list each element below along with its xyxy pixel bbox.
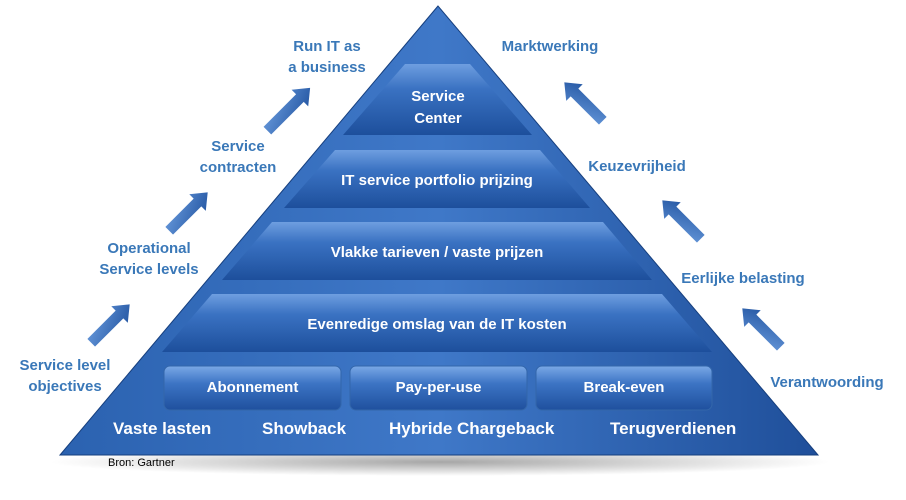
right-step-1-line: Marktwerking (501, 38, 599, 55)
right-step-2-line: Keuzevrijheid (588, 158, 686, 175)
left-step-4: Run IT as a business (276, 36, 378, 78)
tier-flat-rates-line: Vlakke tarieven / vaste prijzen (330, 244, 544, 261)
tier-service-center (343, 64, 532, 135)
box-break-even (535, 365, 713, 411)
bottom-showback: Showback (262, 419, 347, 438)
right-step-4: Verantwoording (760, 372, 894, 393)
tier-flat-rates (222, 222, 652, 280)
left-step-2-line-2: Service levels (99, 261, 199, 278)
tier-allocation-line: Evenredige omslag van de IT kosten (307, 316, 567, 333)
left-arrow-1 (85, 302, 132, 349)
tier-allocation (162, 294, 712, 352)
right-step-3-line: Eerlijke belasting (681, 270, 805, 287)
left-step-2-line-1: Operational (107, 240, 191, 257)
right-step-3: Eerlijke belasting (672, 268, 814, 289)
tier-service-center-label: Service Center (388, 86, 488, 130)
bottom-vaste-lasten: Vaste lasten (113, 419, 212, 438)
bottom-terugverdienen: Terugverdienen (610, 419, 737, 438)
left-step-2: Operational Service levels (88, 238, 210, 280)
tier-flat-rates-label: Vlakke tarieven / vaste prijzen (237, 244, 637, 261)
tier-portfolio-pricing (284, 150, 590, 208)
tier-service-center-line-2: Center (414, 110, 462, 127)
left-step-3-line-2: contracten (199, 159, 277, 176)
right-arrow-2 (660, 198, 707, 245)
left-step-1-line-1: Service level (19, 357, 111, 374)
bottom-hybride-chargeback: Hybride Chargeback (389, 419, 555, 438)
right-step-2: Keuzevrijheid (578, 156, 696, 177)
left-step-4-line-1: Run IT as (293, 38, 361, 55)
box-break-even-label: Break-even (583, 379, 665, 396)
tier-service-center-line-1: Service (411, 88, 465, 105)
right-step-1: Marktwerking (490, 36, 610, 57)
left-step-3-line-1: Service (211, 138, 265, 155)
right-step-4-line: Verantwoording (770, 374, 884, 391)
left-arrow-3 (261, 86, 312, 137)
left-step-1: Service level objectives (6, 355, 124, 397)
tier-allocation-label: Evenredige omslag van de IT kosten (187, 316, 687, 333)
source-note: Bron: Gartner (108, 457, 175, 469)
left-step-1-line-2: objectives (28, 378, 102, 395)
right-arrow-3 (740, 306, 787, 353)
left-arrow-2 (163, 190, 210, 237)
box-abonnement (163, 365, 342, 411)
left-step-4-line-2: a business (288, 59, 366, 76)
right-arrow-1 (562, 80, 609, 127)
left-step-3: Service contracten (186, 136, 290, 178)
box-pay-per-use (349, 365, 528, 411)
tier-portfolio-pricing-line: IT service portfolio prijzing (341, 172, 533, 189)
tier-portfolio-pricing-label: IT service portfolio prijzing (287, 172, 587, 189)
box-pay-per-use-label: Pay-per-use (395, 379, 482, 396)
box-abonnement-label: Abonnement (206, 379, 299, 396)
